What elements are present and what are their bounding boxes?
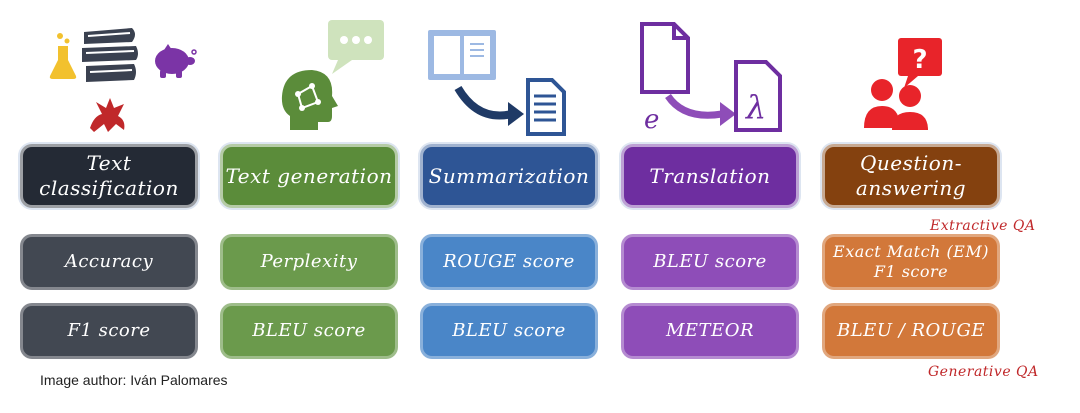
- image-credit: Image author: Iván Palomares: [40, 372, 228, 388]
- books-icon: [82, 28, 138, 82]
- document-translate-icon: e λ: [640, 22, 782, 135]
- task-header-question-answering: Question- answering: [822, 144, 1000, 208]
- task-header-text-generation: Text generation: [220, 144, 398, 208]
- dragon-icon: [90, 98, 125, 132]
- head-speech-icon: [281, 20, 384, 130]
- metric-text-generation-1: Perplexity: [220, 234, 398, 290]
- generative-qa-label: Generative QA: [928, 364, 1039, 380]
- svg-text:?: ?: [912, 45, 927, 75]
- svg-text:λ: λ: [744, 88, 766, 126]
- extractive-qa-label: Extractive QA: [930, 218, 1036, 234]
- task-header-text-classification: Text classification: [20, 144, 198, 208]
- flask-icon: [49, 33, 77, 79]
- task-header-summarization: Summarization: [420, 144, 598, 208]
- metric-translation-2: METEOR: [621, 303, 799, 359]
- book-to-document-icon: [428, 30, 566, 136]
- metric-text-generation-2: BLEU score: [220, 303, 398, 359]
- metric-summarization-2: BLEU score: [420, 303, 598, 359]
- svg-text:e: e: [644, 105, 659, 135]
- metric-summarization-1: ROUGE score: [420, 234, 598, 290]
- metric-text-classification-2: F1 score: [20, 303, 198, 359]
- metric-text-classification-1: Accuracy: [20, 234, 198, 290]
- metric-translation-1: BLEU score: [621, 234, 799, 290]
- metric-question-answering-2: BLEU / ROUGE: [822, 303, 1000, 359]
- task-header-translation: Translation: [621, 144, 799, 208]
- metric-question-answering-1: Exact Match (EM) F1 score: [822, 234, 1000, 290]
- people-question-icon: ?: [864, 38, 942, 130]
- piggy-bank-icon: [155, 44, 197, 78]
